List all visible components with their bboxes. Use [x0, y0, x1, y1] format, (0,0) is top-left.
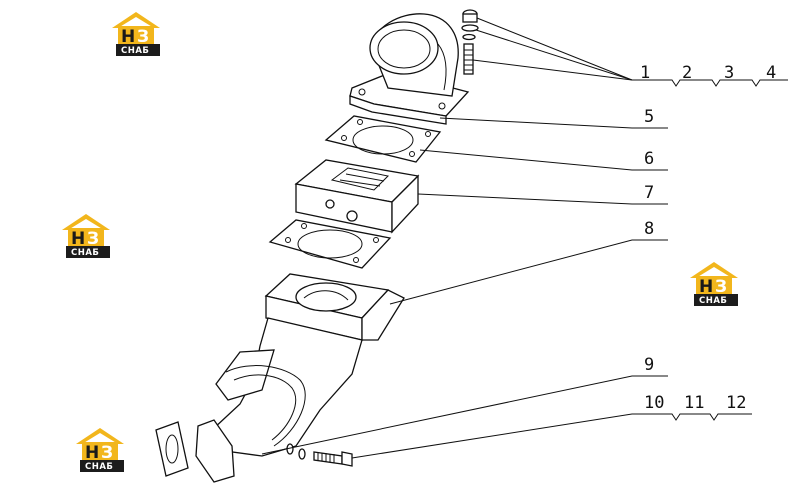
logo-caption: СНАБ	[71, 248, 99, 258]
callout-3: 3	[724, 63, 734, 83]
callout-1: 1	[640, 63, 650, 83]
logo-letter-3: З	[87, 229, 99, 249]
logo-letter-3: З	[101, 443, 113, 463]
callout-4: 4	[766, 63, 776, 83]
callout-5: 5	[644, 107, 654, 127]
callout-2: 2	[682, 63, 692, 83]
logo-letter-h: Н	[71, 229, 85, 249]
logo-caption: СНАБ	[85, 462, 113, 472]
callout-8: 8	[644, 219, 654, 239]
stud-nut-washer-set	[461, 9, 479, 75]
logo-caption: СНАБ	[121, 46, 149, 56]
leader-lines	[261, 17, 788, 459]
logo-mid-right: Н З СНАБ	[690, 262, 738, 306]
valve-body-block	[294, 159, 420, 234]
exhaust-manifold	[155, 273, 405, 483]
logo-letter-h: Н	[85, 443, 99, 463]
callout-9: 9	[644, 355, 654, 375]
elbow-pipe-flange	[349, 13, 470, 125]
callout-labels: 1 2 3 4 5 6 7 8 9 10 11 12	[640, 63, 776, 413]
callout-7: 7	[644, 183, 654, 203]
logo-bottom-left: Н З СНАБ	[76, 428, 124, 472]
logo-letter-h: Н	[121, 27, 135, 47]
callout-6: 6	[644, 149, 654, 169]
logo-letter-h: Н	[699, 277, 713, 297]
logo-letter-3: З	[715, 277, 727, 297]
callout-11: 11	[684, 393, 704, 413]
callout-12: 12	[726, 393, 746, 413]
logo-top-left: Н З СНАБ	[112, 12, 160, 56]
logo-letter-3: З	[137, 27, 149, 47]
gasket-upper	[324, 115, 442, 163]
logo-caption: СНАБ	[699, 296, 727, 306]
callout-10: 10	[644, 393, 664, 413]
bolt-washer-set	[286, 443, 353, 467]
gasket-lower	[268, 219, 392, 269]
logo-mid-left: Н З СНАБ	[62, 214, 110, 258]
